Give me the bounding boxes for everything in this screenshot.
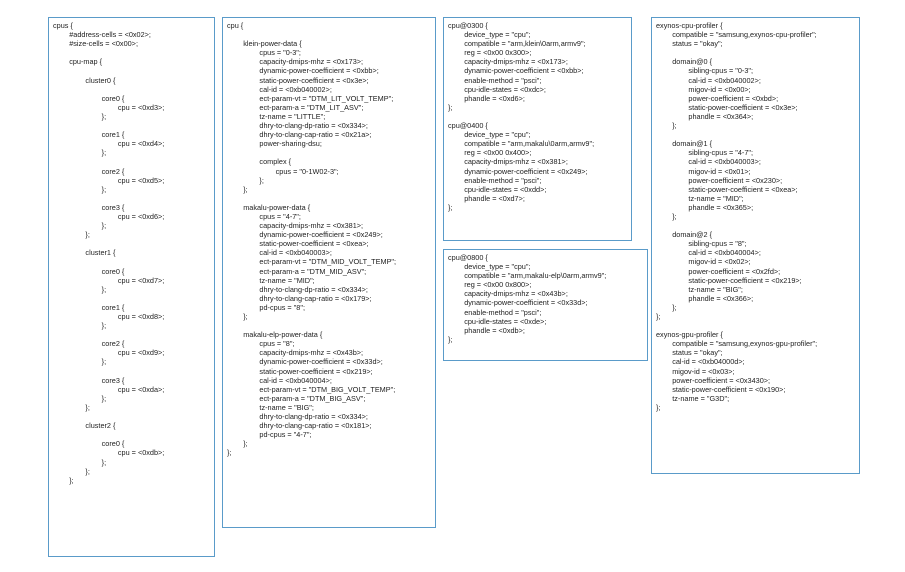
cpu-0300-0400-code: cpu@0300 { device_type = "cpu"; compatib…: [448, 21, 595, 212]
cpus-map-panel: cpus { #address-cells = <0x02>; #size-ce…: [48, 17, 215, 557]
cpu-0300-0400-panel: cpu@0300 { device_type = "cpu"; compatib…: [443, 17, 632, 241]
cpu-0800-panel: cpu@0800 { device_type = "cpu"; compatib…: [443, 249, 648, 361]
exynos-profilers-code: exynos-cpu-profiler { compatible = "sams…: [656, 21, 818, 412]
cpu-power-data-panel: cpu { klein-power-data { cpus = "0-3"; c…: [222, 17, 436, 528]
cpu-power-data-code: cpu { klein-power-data { cpus = "0-3"; c…: [227, 21, 397, 458]
exynos-profilers-panel: exynos-cpu-profiler { compatible = "sams…: [651, 17, 860, 474]
cpu-0800-code: cpu@0800 { device_type = "cpu"; compatib…: [448, 253, 607, 344]
cpus-map-code: cpus { #address-cells = <0x02>; #size-ce…: [53, 21, 165, 485]
